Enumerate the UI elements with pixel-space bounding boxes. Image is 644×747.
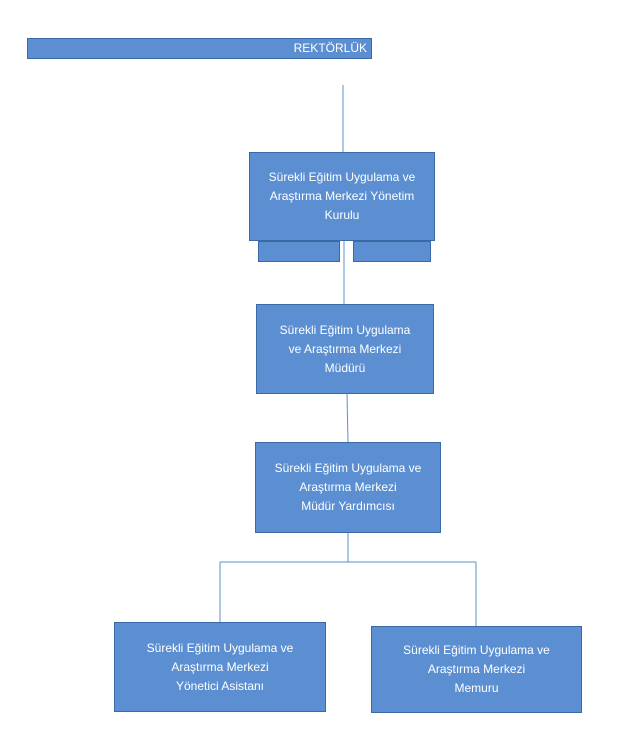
node-yonetici-asistani: Sürekli Eğitim Uygulama ve Araştırma Mer… — [114, 622, 326, 712]
node-rektorluk: REKTÖRLÜK — [27, 38, 372, 59]
node-yonetim-kurulu: Sürekli Eğitim Uygulama ve Araştırma Mer… — [249, 152, 435, 241]
node-sub-right — [353, 241, 431, 262]
node-rektorluk-label: REKTÖRLÜK — [293, 41, 367, 55]
node-memuru-label: Sürekli Eğitim Uygulama ve Araştırma Mer… — [403, 643, 550, 695]
node-yonetici-asistani-label: Sürekli Eğitim Uygulama ve Araştırma Mer… — [146, 640, 294, 693]
node-yonetim-kurulu-label: Sürekli Eğitim Uygulama ve Araştırma Mer… — [268, 170, 416, 222]
node-sub-left — [258, 241, 340, 262]
node-mudur-yardimcisi-label: Sürekli Eğitim Uygulama ve Araştırma Mer… — [274, 461, 422, 513]
connector-mudur-yardimci — [346, 393, 349, 443]
node-mudur-label: Sürekli Eğitim Uygulama ve Araştırma Mer… — [279, 322, 411, 375]
node-memuru: Sürekli Eğitim Uygulama ve Araştırma Mer… — [371, 626, 582, 713]
node-mudur: Sürekli Eğitim Uygulama ve Araştırma Mer… — [256, 304, 434, 394]
node-mudur-yardimcisi: Sürekli Eğitim Uygulama ve Araştırma Mer… — [255, 442, 441, 533]
